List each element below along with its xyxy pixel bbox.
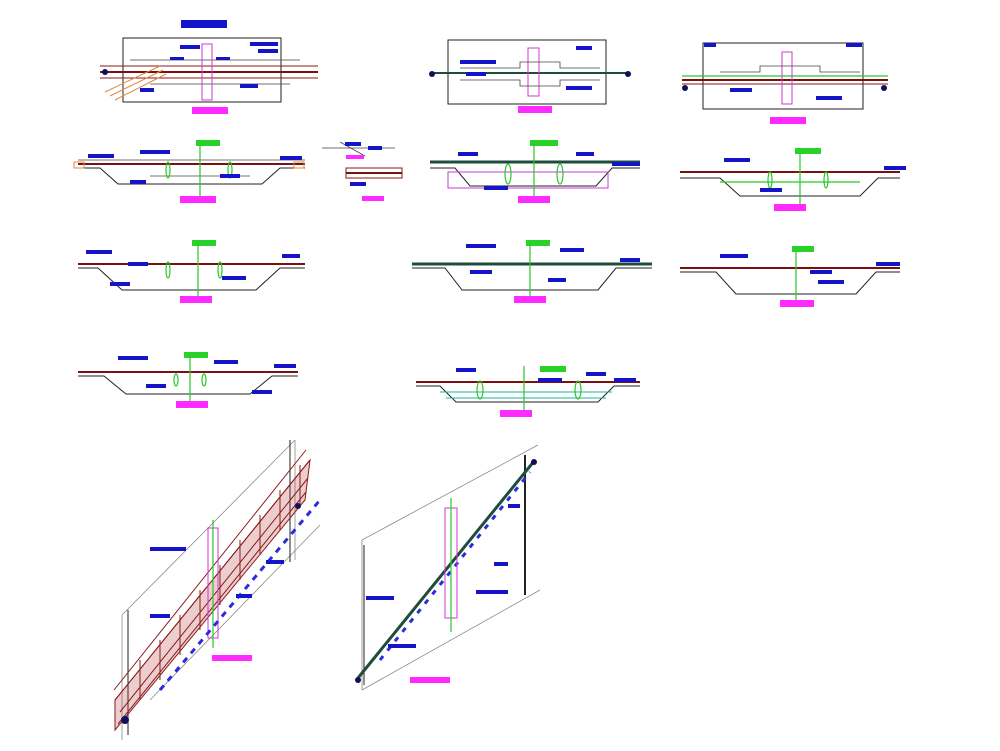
plan-2-tag <box>518 106 552 113</box>
plan-view-3 <box>682 42 888 124</box>
section-7-tag <box>176 401 208 408</box>
skew-plan-view-2 <box>355 444 541 691</box>
plan-1-tag <box>192 107 228 114</box>
skew-plan-view-1 <box>113 439 322 740</box>
section-view-5 <box>412 240 652 303</box>
section-view-8 <box>416 366 640 417</box>
plan-view-1 <box>100 20 318 114</box>
section-1-tag <box>180 196 216 203</box>
section-view-7 <box>78 352 298 408</box>
skew-plan-1-tag <box>212 655 252 661</box>
section-8-tag <box>500 410 532 417</box>
section-view-4 <box>78 240 305 303</box>
section-3-tag <box>774 204 806 211</box>
plan-view-2 <box>429 39 631 113</box>
section-6-tag <box>780 300 814 307</box>
plan-3-tag <box>770 117 806 124</box>
section-view-3 <box>680 148 906 211</box>
section-view-6 <box>680 246 900 307</box>
skew-plan-2-tag <box>410 677 450 683</box>
section-view-2 <box>430 140 640 203</box>
section-5-tag <box>514 296 546 303</box>
section-view-1 <box>73 140 305 203</box>
plan-1-title-label <box>181 20 227 28</box>
detail-tag <box>362 196 384 201</box>
section-4-tag <box>180 296 212 303</box>
detail-view-small <box>322 141 403 201</box>
section-2-tag <box>518 196 550 203</box>
